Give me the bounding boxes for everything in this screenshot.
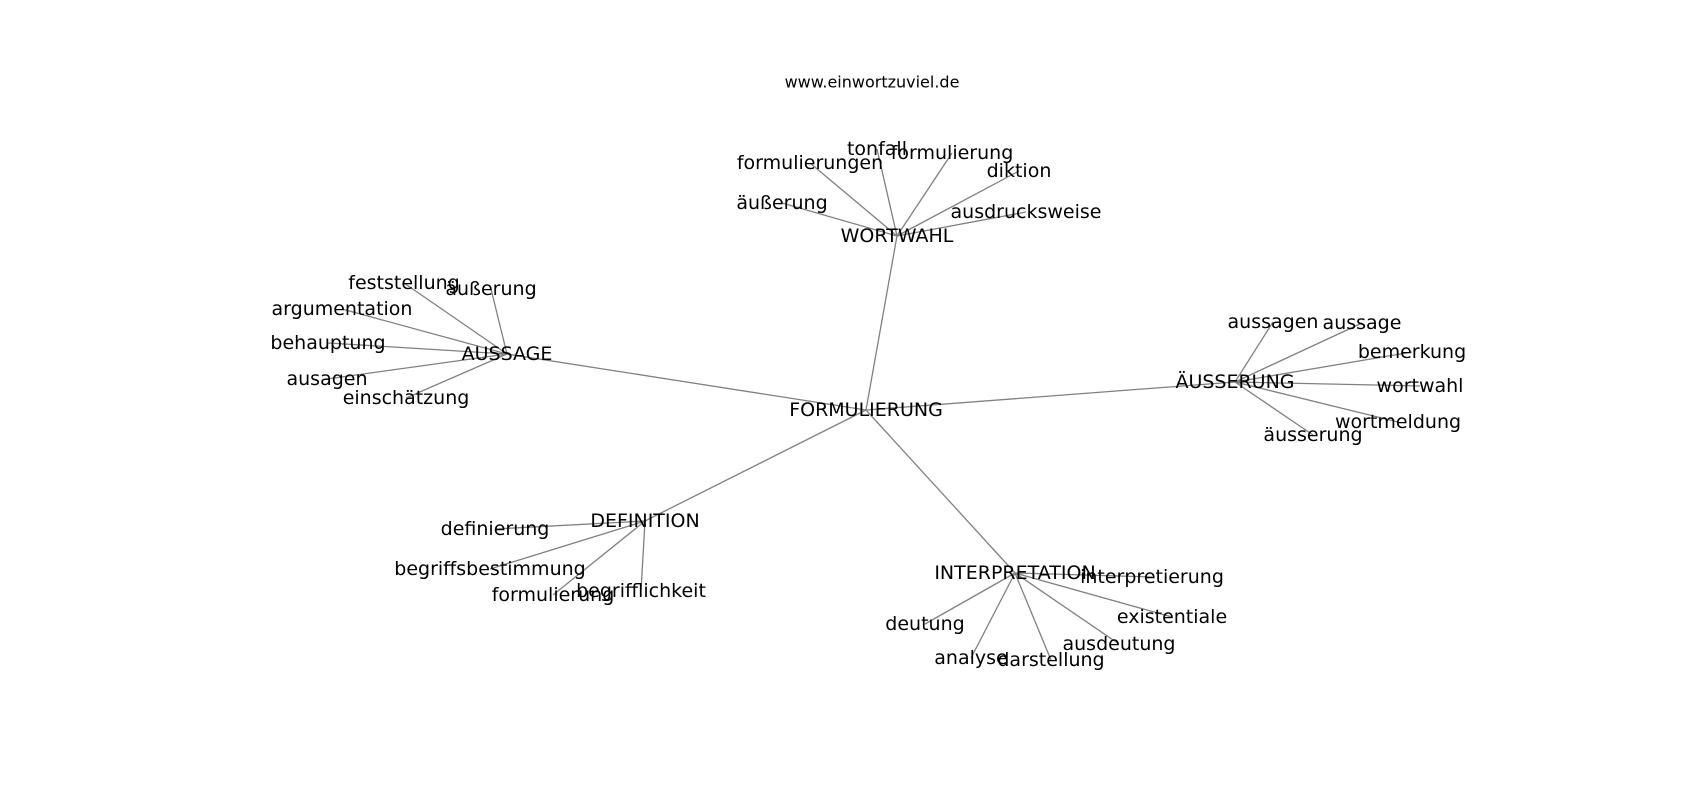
leaf-node-label-3-3: begrifflichkeit: [576, 580, 706, 602]
edge-cluster-2-leaf-5: [1234, 381, 1314, 436]
leaf-node-label-2-0: aussagen: [1228, 311, 1319, 333]
edge-root-cluster-0: [865, 235, 898, 411]
leaf-node-label-2-1: aussage: [1323, 312, 1402, 334]
leaf-node-label-3-1: begriffsbestimmung: [394, 558, 585, 580]
edge-cluster-0-leaf-3: [896, 170, 1020, 237]
edge-root-cluster-4: [865, 409, 1016, 574]
source-url: www.einwortzuviel.de: [785, 73, 960, 92]
edge-cluster-2-leaf-1: [1234, 322, 1363, 383]
edge-cluster-0-leaf-0: [809, 162, 898, 237]
edge-cluster-1-leaf-3: [327, 342, 508, 355]
leaf-node-label-0-0: formulierungen: [737, 152, 883, 174]
leaf-node-label-0-4: äußerung: [736, 192, 827, 214]
node-labels: FORMULIERUNG WORTWAHL formulierungentonfal…: [270, 138, 1466, 671]
edge-cluster-3-leaf-2: [552, 520, 646, 596]
edge-cluster-4-leaf-5: [924, 572, 1016, 625]
edge-cluster-2-leaf-2: [1234, 351, 1413, 383]
leaf-node-label-1-1: äußerung: [445, 278, 536, 300]
leaf-node-label-0-1: tonfall: [847, 138, 907, 160]
leaf-node-label-3-2: formulierung: [492, 584, 615, 606]
leaf-node-label-3-0: definierung: [441, 518, 550, 540]
cluster-node-label-1: AUSSAGE: [462, 343, 553, 365]
leaf-node-label-4-3: darstellung: [997, 649, 1104, 671]
edge-root-cluster-1: [506, 353, 867, 411]
edge-cluster-1-leaf-2: [341, 308, 508, 355]
edge-cluster-2-leaf-3: [1234, 381, 1421, 387]
leaf-node-label-4-0: interpretierung: [1080, 566, 1224, 588]
leaf-node-label-1-4: ausagen: [286, 368, 367, 390]
edge-cluster-1-leaf-0: [403, 282, 508, 355]
cluster-node-label-2: ÄUSSERUNG: [1175, 370, 1294, 393]
edge-cluster-1-leaf-1: [490, 288, 508, 355]
leaf-node-label-0-2: formulierung: [891, 142, 1014, 164]
leaf-node-label-1-2: argumentation: [272, 298, 413, 320]
edges: [326, 148, 1421, 661]
edge-cluster-4-leaf-4: [970, 572, 1016, 659]
leaf-node-label-1-0: feststellung: [348, 272, 459, 294]
leaf-node-label-0-5: ausdrucksweise: [951, 201, 1102, 223]
leaf-node-label-4-2: ausdeutung: [1063, 633, 1176, 655]
cluster-node-label-4: INTERPRETATION: [934, 562, 1095, 584]
edge-cluster-2-leaf-0: [1234, 321, 1274, 383]
edge-cluster-4-leaf-1: [1014, 572, 1173, 618]
edge-cluster-3-leaf-0: [494, 520, 646, 530]
edge-cluster-4-leaf-0: [1014, 572, 1153, 578]
edge-cluster-4-leaf-2: [1014, 572, 1120, 645]
leaf-node-label-2-3: wortwahl: [1377, 375, 1464, 397]
edge-root-cluster-2: [865, 381, 1236, 411]
edge-cluster-3-leaf-3: [640, 520, 646, 592]
edge-cluster-0-leaf-2: [896, 152, 953, 237]
leaf-node-label-1-5: einschätzung: [343, 387, 470, 409]
edge-cluster-4-leaf-3: [1014, 572, 1052, 661]
edge-cluster-0-leaf-1: [876, 148, 898, 237]
leaf-node-label-4-5: deutung: [885, 613, 964, 635]
leaf-node-label-2-2: bemerkung: [1358, 341, 1466, 363]
leaf-node-label-4-4: analyse: [934, 647, 1007, 669]
root-node-label: FORMULIERUNG: [789, 399, 943, 421]
edge-cluster-0-leaf-4: [781, 202, 898, 237]
edge-cluster-1-leaf-5: [405, 353, 508, 399]
cluster-node-label-3: DEFINITION: [590, 510, 699, 532]
edge-root-cluster-3: [644, 409, 867, 522]
leaf-node-label-4-1: existentiale: [1117, 606, 1227, 628]
leaf-node-label-1-3: behauptung: [270, 332, 385, 354]
edge-cluster-3-leaf-1: [489, 520, 646, 570]
leaf-node-label-2-5: äusserung: [1263, 424, 1362, 446]
cluster-node-label-0: WORTWAHL: [841, 225, 954, 247]
edge-cluster-0-leaf-5: [896, 211, 1027, 237]
edge-cluster-1-leaf-4: [326, 353, 508, 380]
edge-cluster-2-leaf-4: [1234, 381, 1399, 423]
leaf-node-label-2-4: wortmeldung: [1335, 411, 1461, 433]
leaf-node-label-0-3: diktion: [987, 160, 1052, 182]
